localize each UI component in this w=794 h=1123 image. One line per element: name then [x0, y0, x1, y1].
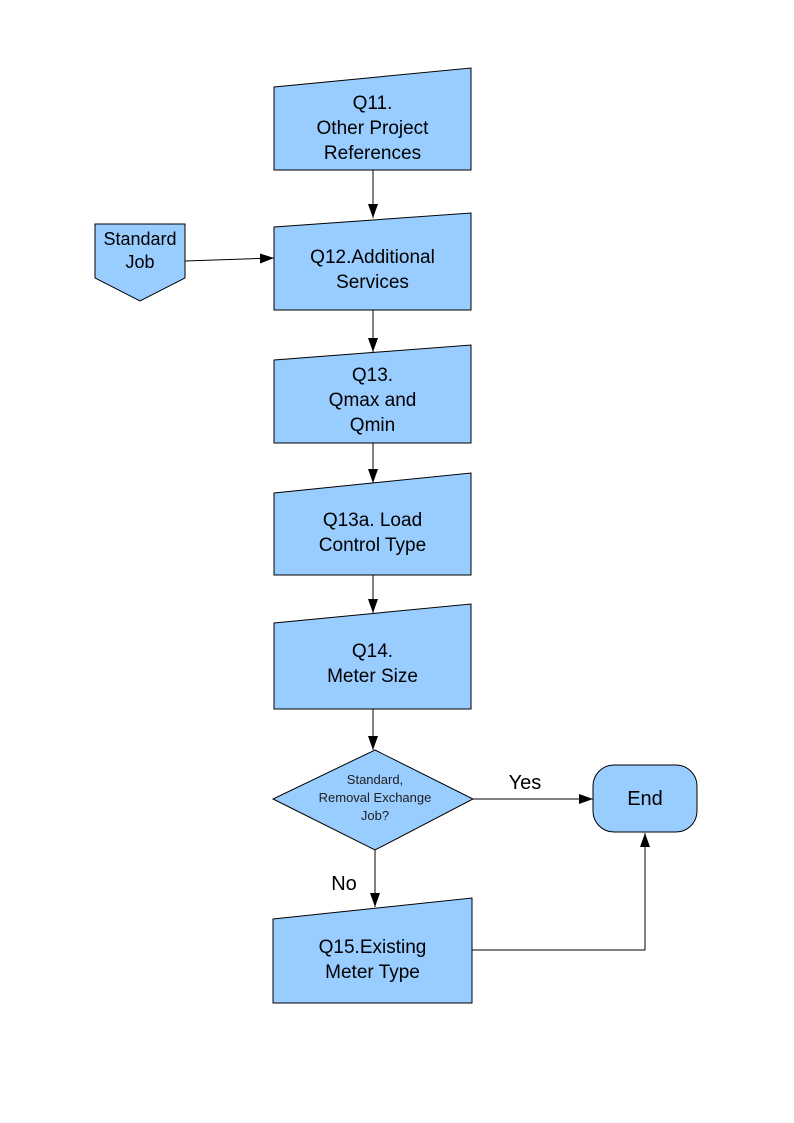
- edge-label-no: No: [331, 873, 357, 895]
- node-q13-label: Q13. Qmax and Qmin: [328, 364, 417, 436]
- node-q14-label: Q14. Meter Size: [327, 641, 418, 687]
- node-q13a-shape: [273, 472, 472, 576]
- edge-label-yes: Yes: [508, 772, 542, 794]
- node-q14-shape: [273, 603, 472, 710]
- node-standard-job-label: Standard Job: [103, 229, 177, 272]
- node-q15-shape: [272, 897, 473, 1004]
- connector-standard-job-to-q12: [184, 253, 275, 264]
- node-q15-label: Q15.Existing Meter Type: [318, 937, 427, 983]
- node-q12-shape: [273, 212, 472, 311]
- flowchart-shapes: [94, 67, 698, 1004]
- node-q11-label: Q11. Other Project References: [316, 92, 429, 164]
- node-q13a-label: Q13a. Load Control Type: [318, 510, 427, 556]
- flowchart-connectors: [184, 170, 650, 951]
- node-q12-label: Q12.Additional Services: [310, 247, 435, 293]
- node-standard-job-shape: [94, 223, 186, 302]
- node-q13-shape: [273, 344, 472, 444]
- connector-q15-to-end: [472, 833, 650, 951]
- node-q11-shape: [273, 67, 472, 171]
- node-decision-label: Standard, Removal Exchange Job?: [318, 772, 432, 823]
- node-end-label: End: [627, 787, 663, 810]
